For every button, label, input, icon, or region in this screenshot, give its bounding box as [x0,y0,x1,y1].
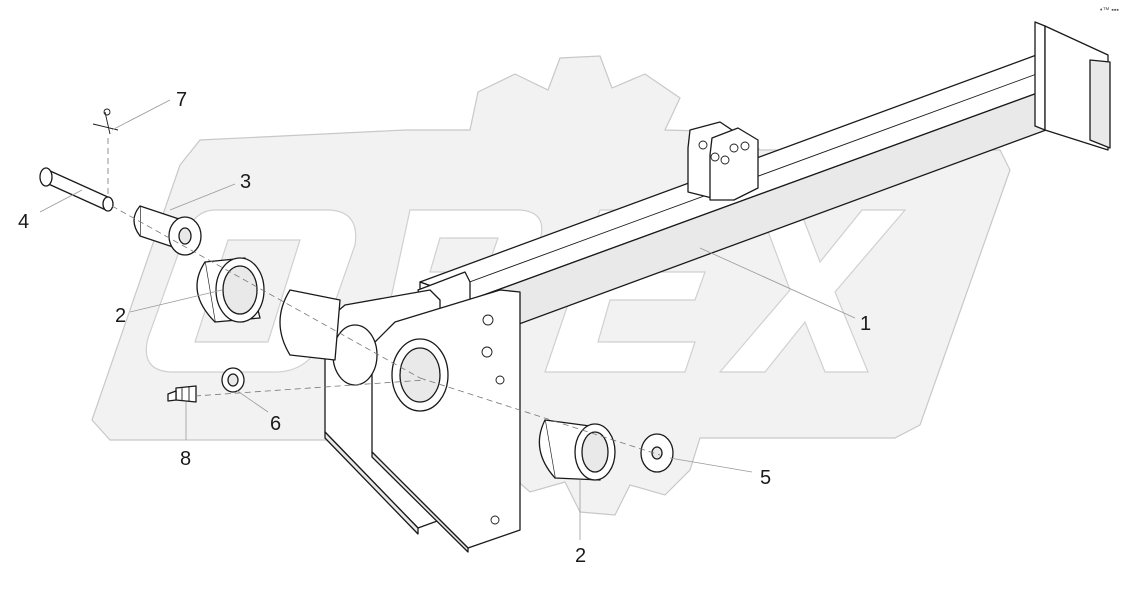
watermark-letter-x [718,209,907,373]
part-4-pin [39,167,114,212]
part-2-bushing-lower [538,419,616,481]
part-3-spacer [133,205,202,256]
part-2-bushing-upper [196,257,265,323]
callout-7: 7 [176,89,187,111]
leader-lines [39,99,856,540]
callout-1: 1 [860,313,871,335]
assembly-axes [107,138,661,456]
side-plate-front [371,289,521,553]
part-6-washer [221,367,245,393]
callout-4: 4 [18,211,29,233]
part-5-washer [640,433,674,473]
callout-2-lower: 2 [575,545,586,567]
callout-6: 6 [270,413,281,435]
callout-labels: 1 2 2 3 4 5 6 7 8 [18,89,871,567]
callout-5: 5 [760,467,771,489]
tube-section [279,289,341,361]
part-8-grease-fitting [167,385,197,403]
callout-2-upper: 2 [115,305,126,327]
part-7-cotter-pin [92,108,119,135]
callout-8: 8 [180,448,191,470]
plate-bushing [332,324,449,412]
callout-3: 3 [240,171,251,193]
part-1-beam [417,21,1111,343]
corner-mark: •™ ▪▪▪ [1100,7,1119,14]
